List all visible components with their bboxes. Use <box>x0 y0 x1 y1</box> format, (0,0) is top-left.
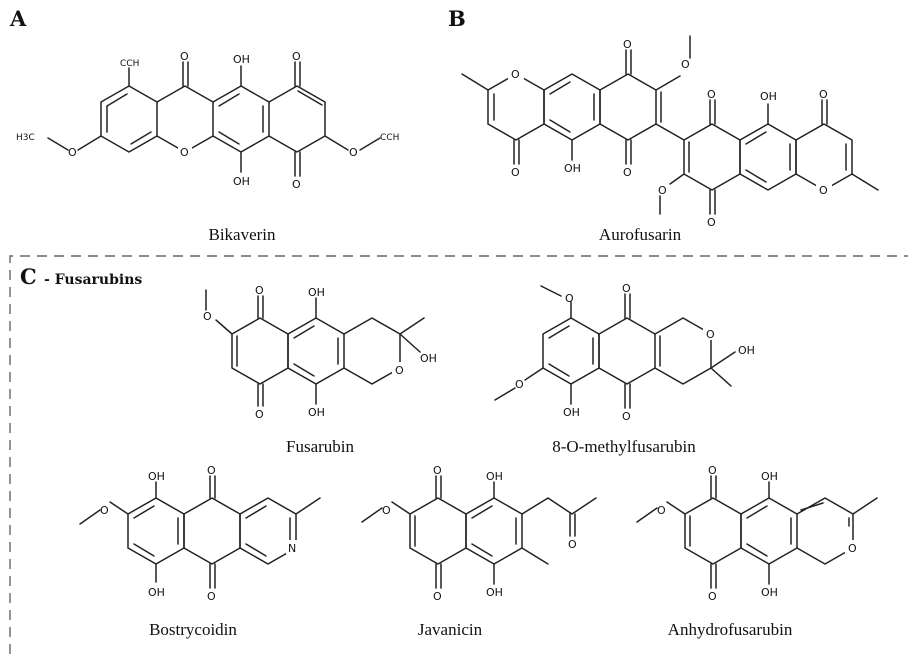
atom-o: O <box>681 58 690 71</box>
atom-oh: OH <box>761 586 778 599</box>
atom-ch3-right: CCH <box>380 133 399 143</box>
atom-oh: OH <box>761 470 778 483</box>
atom-oh: OH <box>148 586 165 599</box>
atom-n: N <box>288 542 296 555</box>
panel-label-b: B <box>448 6 466 31</box>
atom-oh: OH <box>564 162 581 175</box>
atom-o: O <box>292 178 301 191</box>
atom-o: O <box>382 504 391 517</box>
atom-o: O <box>622 410 631 423</box>
atom-o: O <box>180 146 189 159</box>
atom-o: O <box>433 590 442 603</box>
atom-o: O <box>819 88 828 101</box>
atom-o: O <box>68 146 77 159</box>
atom-o: O <box>203 310 212 323</box>
atom-o: O <box>565 292 574 305</box>
atom-o: O <box>433 464 442 477</box>
atom-o: O <box>706 328 715 341</box>
atom-oh: OH <box>738 344 755 357</box>
atom-oh: OH <box>563 406 580 419</box>
atom-o: O <box>568 538 577 551</box>
atom-o: O <box>707 88 716 101</box>
atom-o: O <box>255 284 264 297</box>
atom-o: O <box>395 364 404 377</box>
atom-o: O <box>207 590 216 603</box>
panel-label-a: A <box>10 6 27 31</box>
atom-o: O <box>180 50 189 63</box>
compound-name-bikaverin: Bikaverin <box>208 225 276 244</box>
atom-o: O <box>658 184 667 197</box>
atom-o: O <box>511 68 520 81</box>
atom-oh: OH <box>148 470 165 483</box>
compound-name-aurofusarin: Aurofusarin <box>598 225 682 244</box>
atom-o: O <box>848 542 857 555</box>
atom-oh: OH <box>233 53 250 66</box>
atom-o: O <box>511 166 520 179</box>
atom-oh: OH <box>308 286 325 299</box>
atom-o: O <box>708 590 717 603</box>
atom-o: O <box>100 504 109 517</box>
atom-o: O <box>515 378 524 391</box>
atom-o: O <box>255 408 264 421</box>
atom-o: O <box>819 184 828 197</box>
atom-o: O <box>292 50 301 63</box>
atom-ch3: CCH <box>120 59 139 69</box>
atom-oh: OH <box>233 175 250 188</box>
atom-o: O <box>707 216 716 229</box>
atom-o: O <box>657 504 666 517</box>
atom-oh: OH <box>760 90 777 103</box>
atom-oh: OH <box>308 406 325 419</box>
atom-oh: OH <box>486 470 503 483</box>
atom-o: O <box>207 464 216 477</box>
atom-oh: OH <box>486 586 503 599</box>
atom-o: O <box>623 38 632 51</box>
atom-h3c: H3C <box>16 133 35 143</box>
atom-o: O <box>623 166 632 179</box>
atom-oh: OH <box>420 352 437 365</box>
atom-o: O <box>622 282 631 295</box>
atom-o: O <box>708 464 717 477</box>
atom-o: O <box>349 146 358 159</box>
